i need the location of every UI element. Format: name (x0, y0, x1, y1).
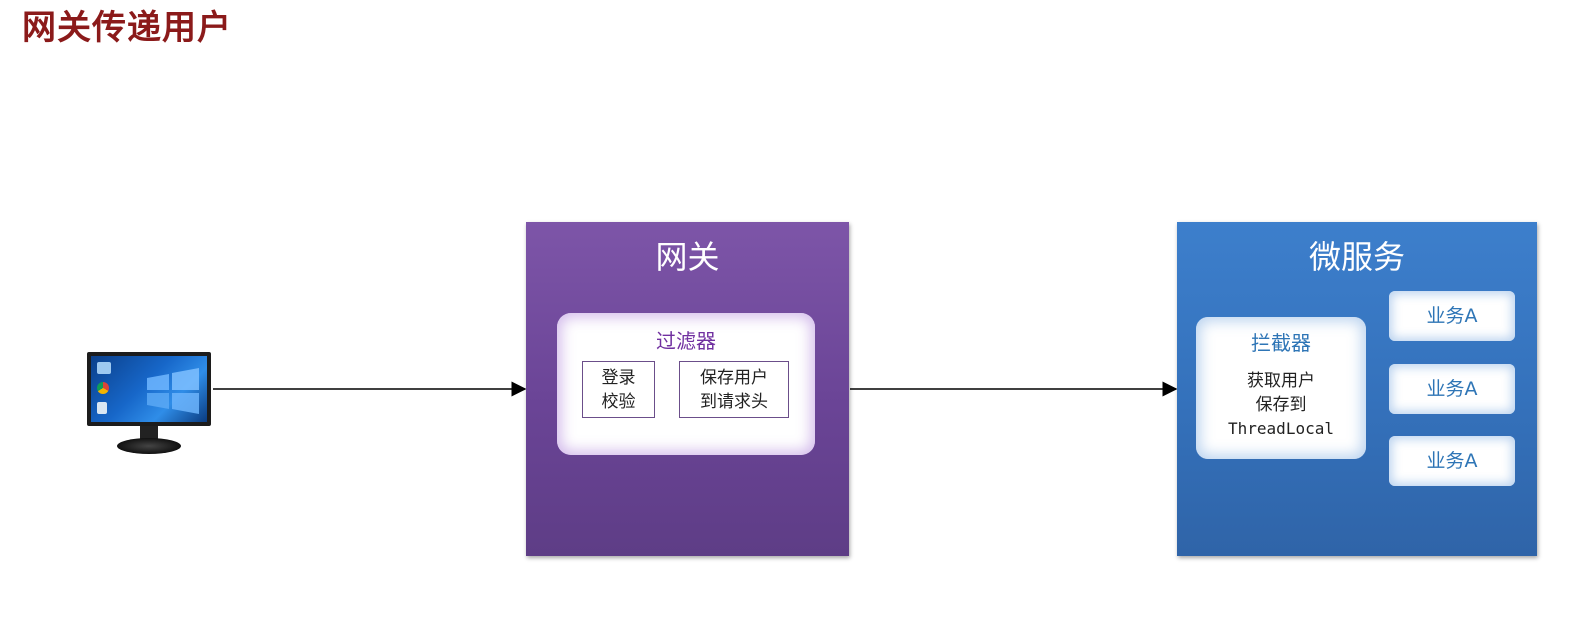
interceptor-title: 拦截器 (1251, 331, 1311, 355)
computer-icon (97, 362, 111, 374)
filter-box: 过滤器 登录 校验 保存用户 到请求头 (557, 313, 815, 455)
monitor-base (117, 438, 181, 454)
business-service-2: 业务A (1389, 364, 1515, 414)
filter-step-login-check: 登录 校验 (582, 361, 655, 418)
monitor-screen (87, 352, 211, 426)
filter-title: 过滤器 (656, 329, 716, 353)
interceptor-line: 保存到 (1255, 395, 1307, 415)
interceptor-box: 拦截器 获取用户 保存到 ThreadLocal (1196, 317, 1366, 459)
recycle-bin-icon (97, 402, 107, 414)
interceptor-line: ThreadLocal (1228, 419, 1334, 438)
gateway-box: 网关 过滤器 登录 校验 保存用户 到请求头 (526, 222, 849, 556)
business-service-1: 业务A (1389, 291, 1515, 341)
filter-step-text: 登录 (601, 367, 636, 388)
filter-step-text: 到请求头 (700, 391, 768, 412)
page-title: 网关传递用户 (22, 8, 232, 48)
microservice-box: 微服务 拦截器 获取用户 保存到 ThreadLocal 业务A 业务A 业务A (1177, 222, 1537, 556)
desktop-wallpaper (91, 356, 207, 422)
chrome-icon (97, 382, 109, 394)
microservice-title: 微服务 (1308, 238, 1405, 276)
filter-step-text: 保存用户 (700, 367, 768, 388)
computer-monitor-icon (87, 352, 211, 458)
interceptor-description: 获取用户 保存到 ThreadLocal (1196, 369, 1366, 441)
business-service-3: 业务A (1389, 436, 1515, 486)
filter-step-text: 校验 (601, 391, 636, 412)
windows-logo-icon (147, 368, 199, 414)
interceptor-line: 获取用户 (1247, 371, 1315, 391)
filter-step-save-user-header: 保存用户 到请求头 (679, 361, 789, 418)
gateway-title: 网关 (655, 238, 720, 276)
